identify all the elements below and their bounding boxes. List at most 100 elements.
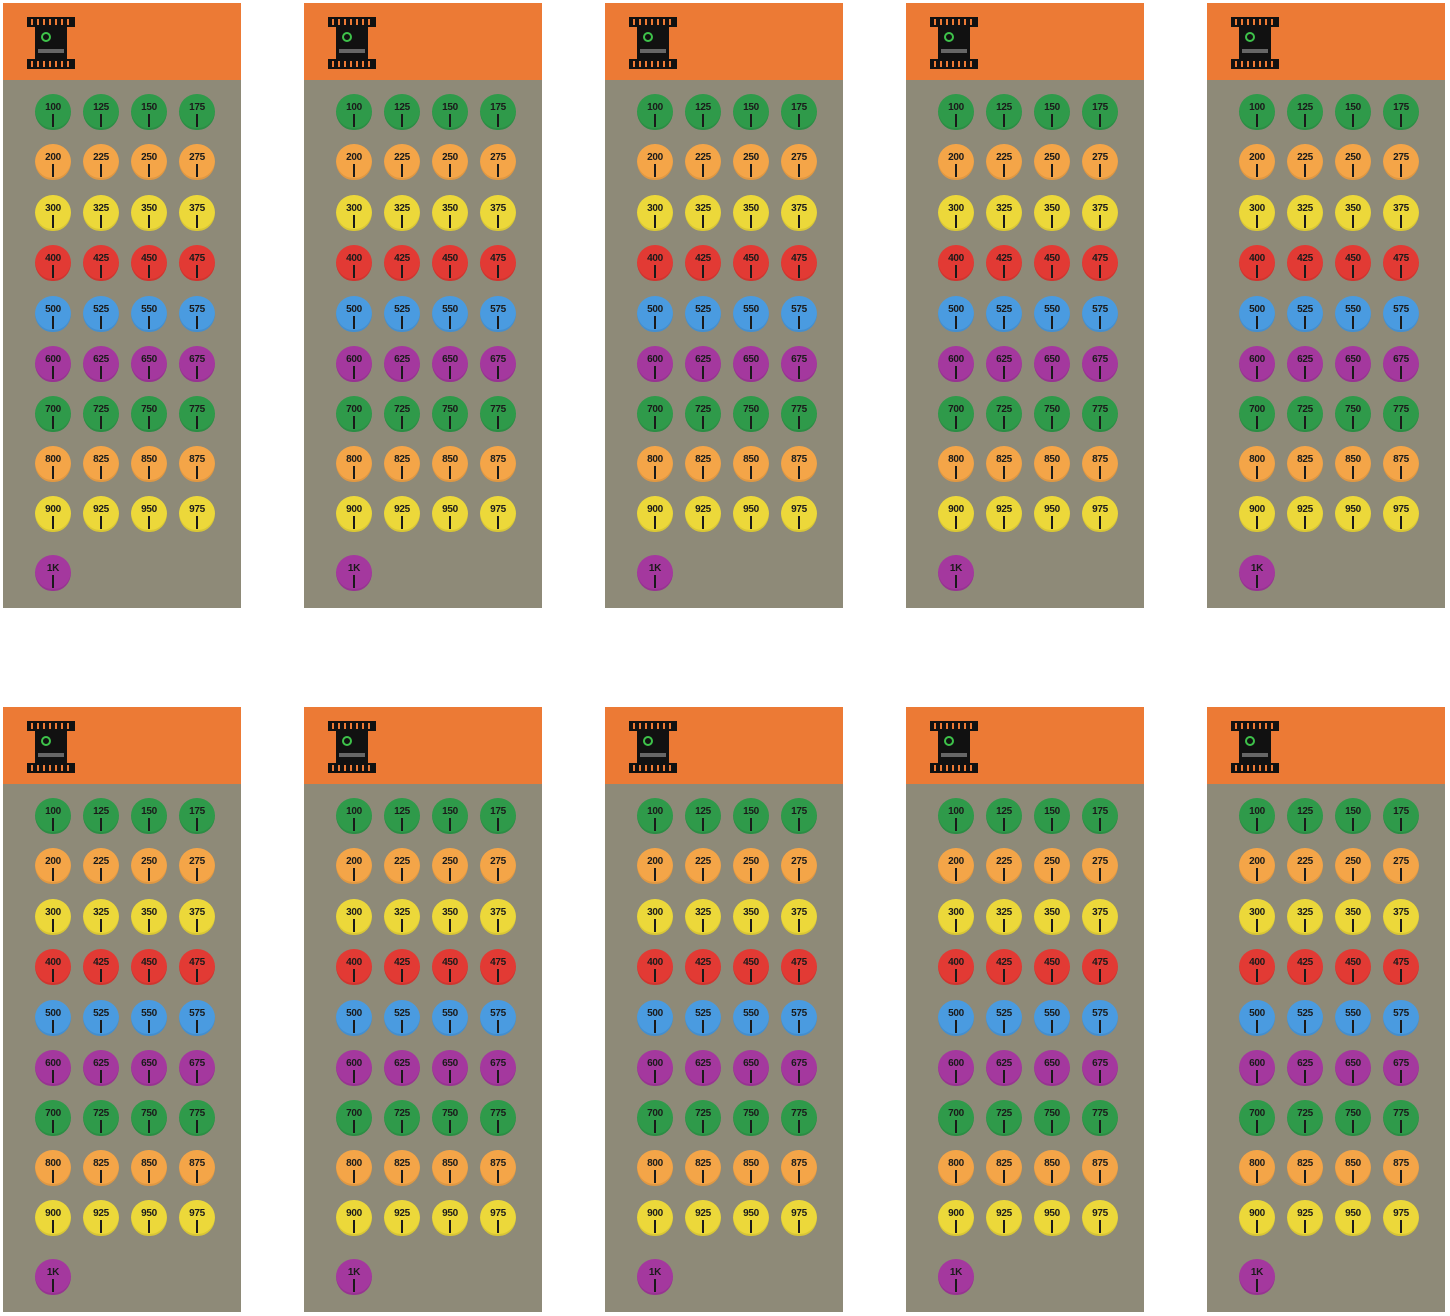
sticker-label: 650 <box>141 354 157 365</box>
price-tag-sticker: 400 <box>1239 245 1275 285</box>
sticker-label: 800 <box>647 1158 663 1169</box>
sticker-label: 225 <box>394 856 410 867</box>
price-tag-sticker: 425 <box>384 949 420 989</box>
sticker-stem <box>1304 316 1306 329</box>
price-tag-sticker: 700 <box>637 1100 673 1140</box>
sticker-label: 300 <box>647 203 663 214</box>
sticker-stem <box>353 1070 355 1083</box>
sticker-stem <box>955 1279 957 1292</box>
sticker-label: 700 <box>948 1108 964 1119</box>
sticker-stem <box>148 1070 150 1083</box>
price-tag-sticker: 450 <box>733 245 769 285</box>
price-tag-sticker: 225 <box>83 848 119 888</box>
sticker-stem <box>654 1120 656 1133</box>
price-tag-sticker: 100 <box>1239 798 1275 838</box>
price-tag-sticker: 650 <box>1034 346 1070 386</box>
sticker-stem <box>955 919 957 932</box>
sticker-stem <box>497 969 499 982</box>
price-tag-sticker: 450 <box>432 949 468 989</box>
sticker-stem <box>353 316 355 329</box>
price-tag-sticker: 225 <box>986 848 1022 888</box>
camera-bracket-icon <box>627 15 679 71</box>
sticker-label: 375 <box>490 203 506 214</box>
sticker-label: 725 <box>394 404 410 415</box>
sticker-stem <box>196 818 198 831</box>
sticker-label: 300 <box>346 907 362 918</box>
sticker-label: 600 <box>948 354 964 365</box>
sticker-stem <box>750 1220 752 1233</box>
sticker-label: 300 <box>948 907 964 918</box>
sticker-stem <box>401 416 403 429</box>
price-tag-sticker: 500 <box>1239 296 1275 336</box>
sticker-stem <box>1003 215 1005 228</box>
sticker-stem <box>1352 1020 1354 1033</box>
price-tag-sticker: 350 <box>432 899 468 939</box>
sticker-label: 725 <box>695 1108 711 1119</box>
sticker-stem <box>1400 114 1402 127</box>
sticker-label: 1K <box>1250 1267 1264 1278</box>
sheet-header <box>304 3 542 80</box>
sticker-label: 275 <box>490 152 506 163</box>
sticker-stem <box>52 919 54 932</box>
sticker-stem <box>798 114 800 127</box>
price-tag-sticker: 625 <box>1287 1050 1323 1090</box>
price-tag-sticker: 125 <box>1287 94 1323 134</box>
sticker-label: 700 <box>346 404 362 415</box>
sticker-stem <box>100 1070 102 1083</box>
sticker-stem <box>497 164 499 177</box>
price-tag-sticker: 700 <box>336 1100 372 1140</box>
sticker-stem <box>1099 416 1101 429</box>
sticker-label: 250 <box>743 856 759 867</box>
sticker-label: 375 <box>189 203 205 214</box>
price-tag-sticker: 300 <box>938 899 974 939</box>
price-tag-sticker: 975 <box>1082 1200 1118 1240</box>
sticker-stem <box>702 215 704 228</box>
sticker-label: 350 <box>1044 907 1060 918</box>
price-tag-sticker: 525 <box>685 296 721 336</box>
price-tag-sticker: 325 <box>685 899 721 939</box>
price-tag-sticker: 875 <box>1383 1150 1419 1190</box>
sticker-stem <box>1304 215 1306 228</box>
sticker-stem <box>955 416 957 429</box>
sticker-stem <box>148 366 150 379</box>
price-tag-sticker: 900 <box>1239 496 1275 536</box>
sticker-label: 850 <box>1044 1158 1060 1169</box>
sticker-stem <box>1051 466 1053 479</box>
sticker-label: 375 <box>791 203 807 214</box>
price-tag-sticker: 475 <box>1383 949 1419 989</box>
price-tag-sticker: 375 <box>179 899 215 939</box>
sticker-stem <box>1099 164 1101 177</box>
sticker-label: 675 <box>1092 1058 1108 1069</box>
sticker-stem <box>702 1170 704 1183</box>
price-tag-sticker: 475 <box>480 949 516 989</box>
sticker-label: 975 <box>1393 1208 1409 1219</box>
sticker-label: 250 <box>1345 152 1361 163</box>
sticker-label: 100 <box>45 806 61 817</box>
sticker-stem <box>654 1220 656 1233</box>
price-tag-sticker: 200 <box>938 144 974 184</box>
price-tag-sticker: 850 <box>432 1150 468 1190</box>
sticker-stem <box>654 366 656 379</box>
sticker-label: 225 <box>1297 856 1313 867</box>
price-tag-sticker: 575 <box>480 296 516 336</box>
sticker-stem <box>449 466 451 479</box>
price-tag-sticker: 750 <box>131 1100 167 1140</box>
sticker-label: 250 <box>442 856 458 867</box>
sticker-label: 450 <box>1044 957 1060 968</box>
sticker-label: 825 <box>695 454 711 465</box>
sticker-label: 425 <box>1297 957 1313 968</box>
sticker-stem <box>750 114 752 127</box>
sticker-label: 400 <box>45 957 61 968</box>
sticker-label: 950 <box>442 504 458 515</box>
sticker-stem <box>196 114 198 127</box>
sticker-label: 775 <box>189 404 205 415</box>
price-tag-sticker: 925 <box>83 496 119 536</box>
sticker-label: 875 <box>1092 454 1108 465</box>
sticker-label: 925 <box>695 504 711 515</box>
sticker-label: 925 <box>1297 504 1313 515</box>
sticker-label: 375 <box>1092 203 1108 214</box>
sticker-label: 425 <box>93 957 109 968</box>
sticker-stem <box>196 466 198 479</box>
